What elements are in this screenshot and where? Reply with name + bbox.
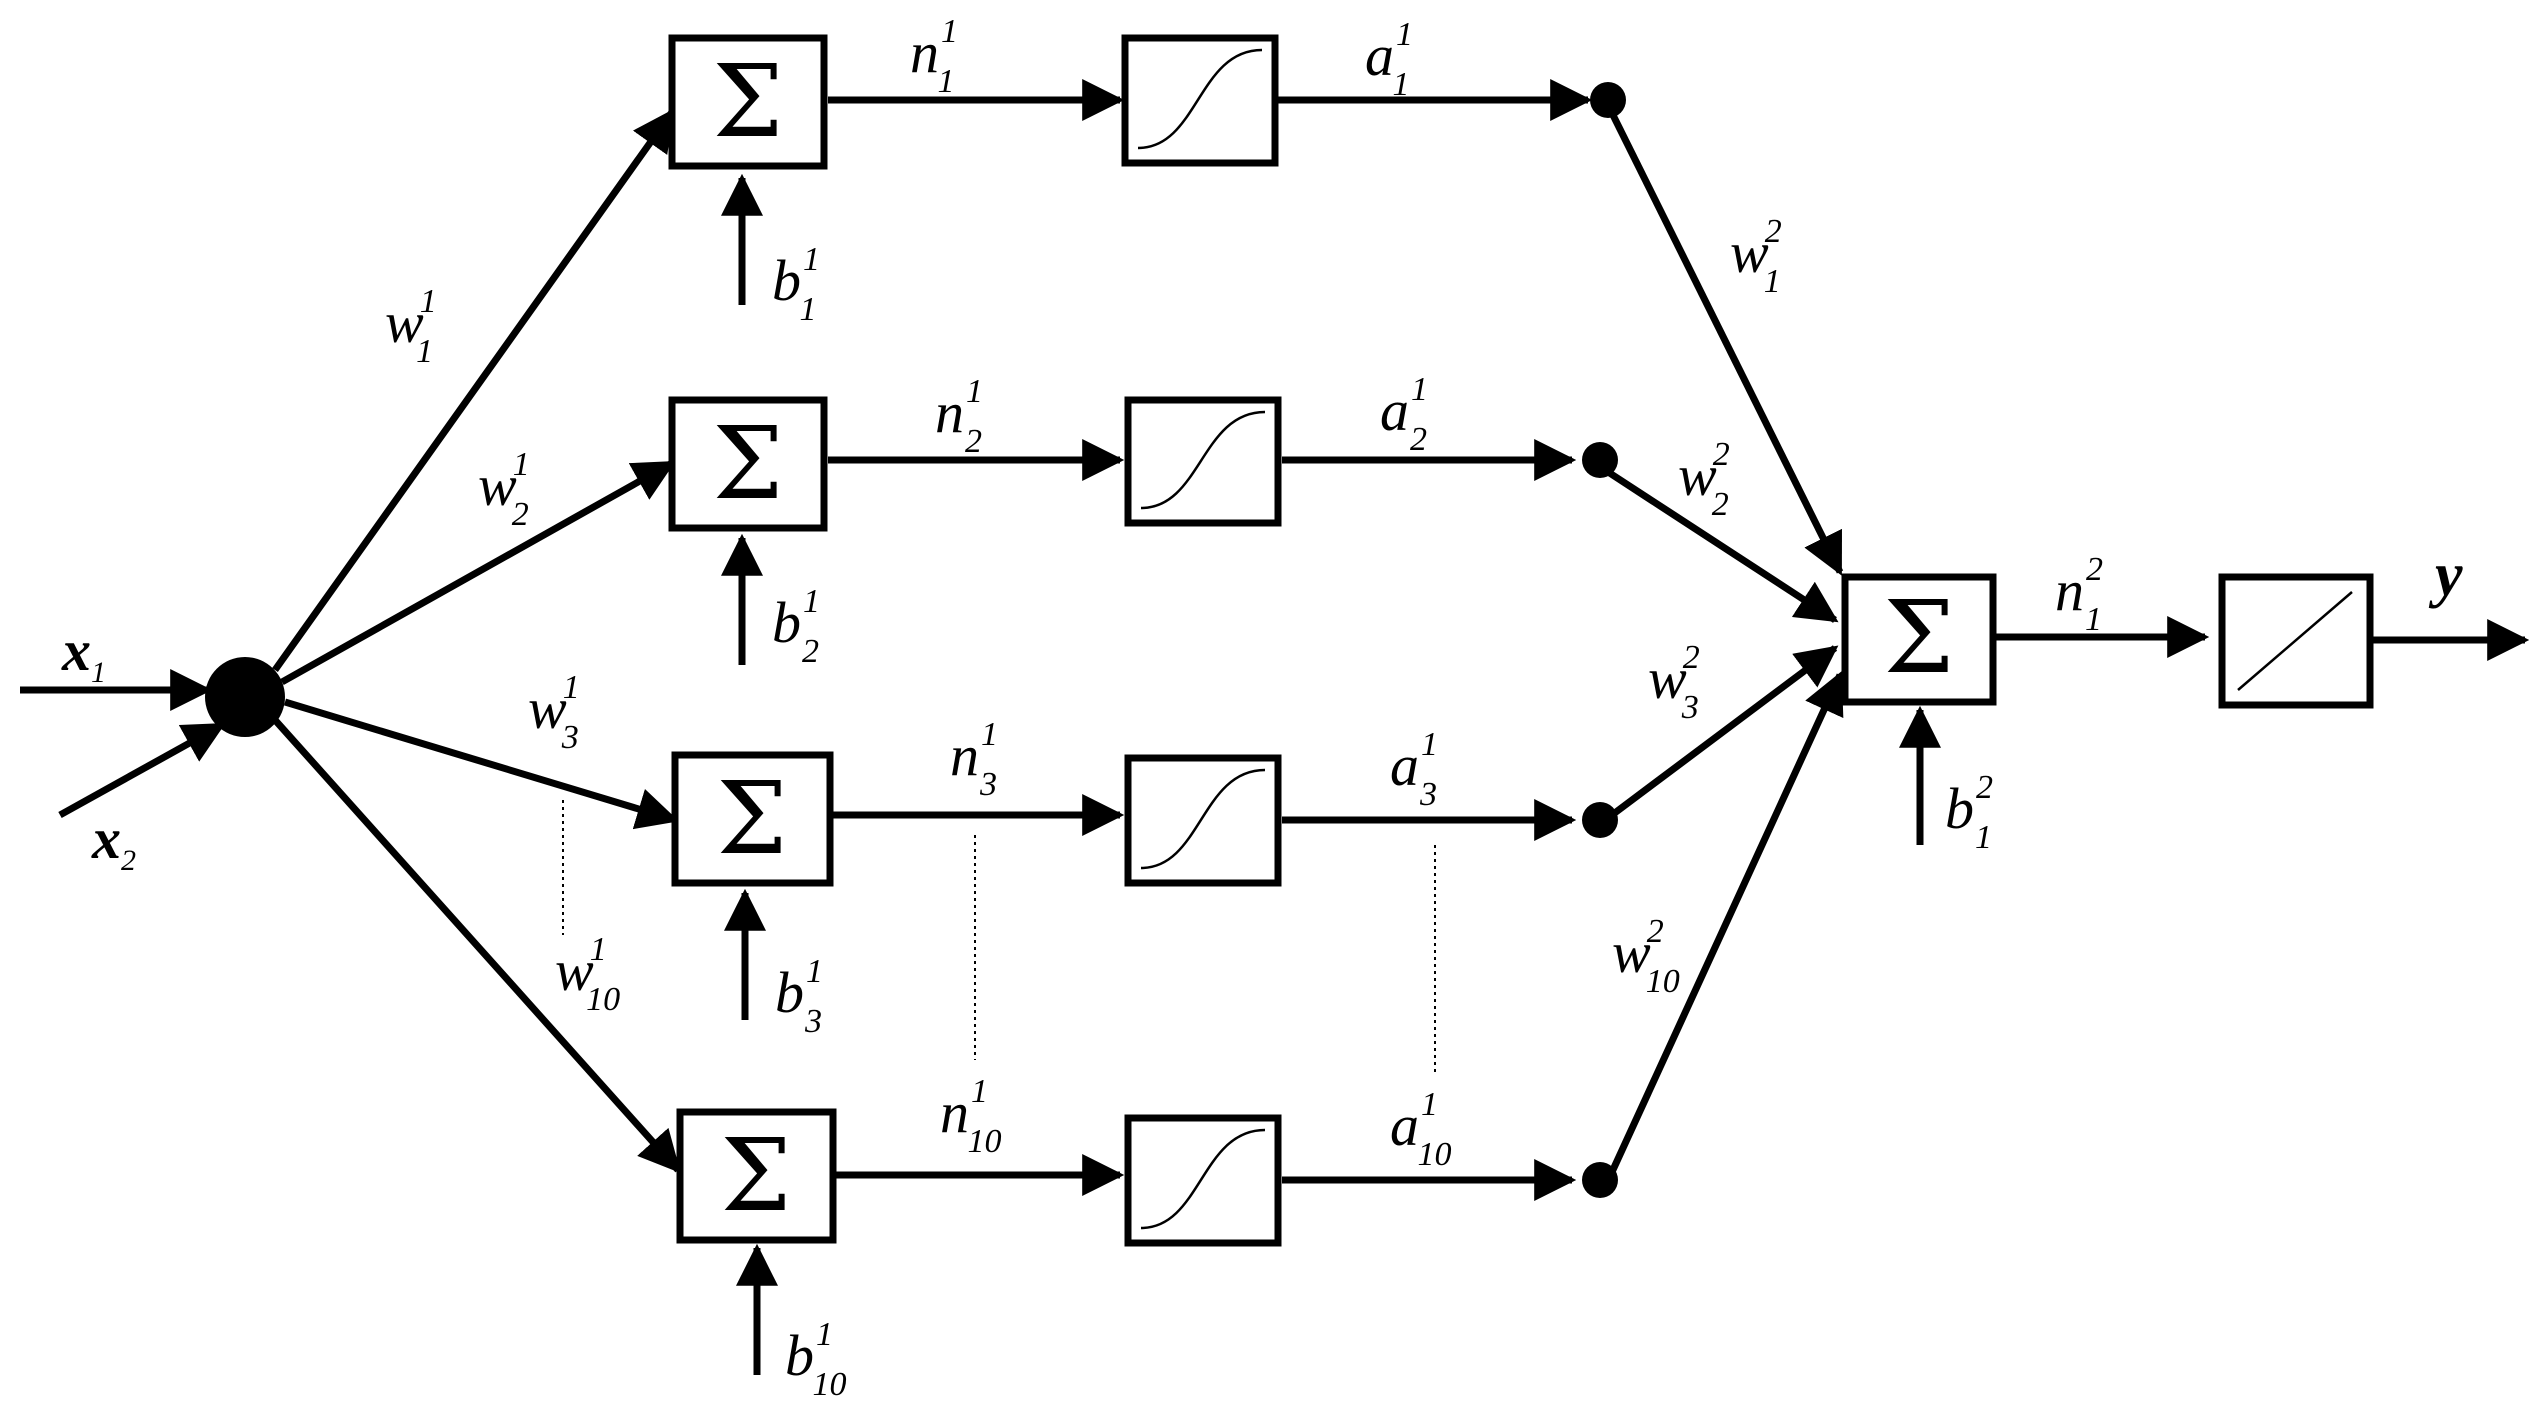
sum-symbol-3: Σ	[717, 760, 788, 877]
input-node	[205, 657, 285, 737]
weight-edge-10	[272, 717, 681, 1174]
output-weight-edge-3	[1609, 645, 1839, 818]
sum-symbol-output: Σ	[1884, 579, 1955, 696]
hidden-sum-block-1	[668, 34, 828, 170]
sigmoid-curve-2	[1140, 410, 1266, 510]
sigmoid-block-3	[1124, 754, 1282, 887]
hidden-sum-block-10	[676, 1108, 837, 1244]
hidden-sum-block-3	[671, 751, 834, 887]
hidden-output-node-3	[1582, 802, 1618, 838]
hidden-output-node-1	[1590, 82, 1626, 118]
output-sum-block	[1841, 573, 1997, 706]
input-x2-label: x2	[91, 806, 136, 877]
weight-edge-2	[280, 459, 676, 686]
input-x1-label: x1	[61, 618, 106, 689]
sigmoid-block-2	[1124, 396, 1282, 527]
sum-symbol-2: Σ	[713, 405, 784, 522]
hidden-output-node-10	[1582, 1162, 1618, 1198]
hidden-output-node-2	[1582, 442, 1618, 478]
input-x2-arrow	[58, 721, 226, 819]
output-y-label: y	[2428, 541, 2463, 609]
sigmoid-curve-1	[1137, 48, 1263, 150]
sigmoid-block-1	[1121, 34, 1279, 167]
sigmoid-block-10	[1124, 1114, 1282, 1247]
linear-curve	[2237, 591, 2353, 691]
sigmoid-curve-3	[1140, 768, 1266, 870]
sum-symbol-1: Σ	[713, 43, 784, 160]
weight-edge-3	[283, 698, 680, 830]
output-weight-edge-10	[1608, 671, 1844, 1174]
output-weight-edge-1	[1604, 103, 1844, 576]
hidden-sum-block-2	[668, 396, 828, 532]
output-weight-edge-2	[1603, 467, 1839, 623]
sum-symbol-10: Σ	[721, 1117, 792, 1234]
sigmoid-curve-10	[1140, 1128, 1266, 1230]
weight-edge-1	[272, 108, 675, 673]
